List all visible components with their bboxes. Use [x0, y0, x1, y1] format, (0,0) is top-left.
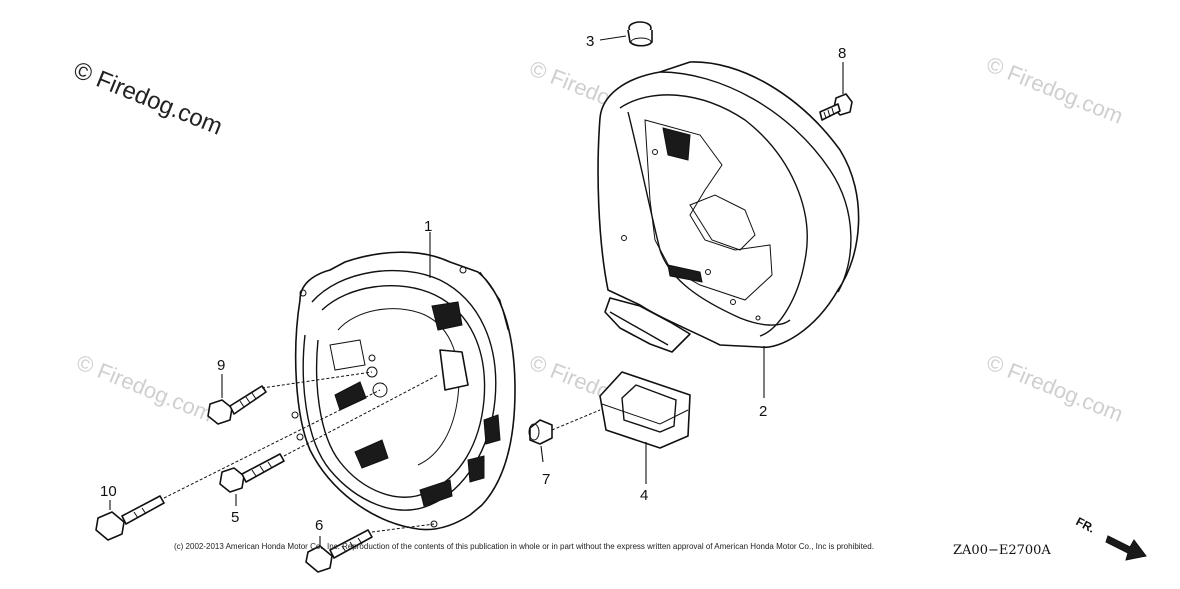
faint-watermarks: © Firedog.com © Firedog.com © Firedog.co… [73, 51, 1126, 426]
callout-8: 8 [838, 45, 846, 62]
bolt-6-part [305, 529, 373, 573]
firedog-watermark: © Firedog.com [70, 57, 226, 141]
callout-2: 2 [759, 403, 767, 420]
gasket-part [599, 371, 691, 449]
callout-9: 9 [217, 357, 225, 374]
watermark: © Firedog.com [983, 51, 1126, 128]
bolt-9-part [207, 385, 267, 425]
grommet-part [627, 21, 653, 47]
watermark: © Firedog.com [73, 349, 216, 426]
copyright-notice: (c) 2002-2013 American Honda Motor Co., … [174, 542, 874, 551]
front-label: FR. [1074, 514, 1098, 535]
callouts: 1 2 3 4 5 6 7 8 9 10 [100, 33, 846, 534]
front-direction-indicator: FR. [1074, 514, 1147, 561]
callout-3: 3 [586, 33, 594, 50]
callout-4: 4 [640, 487, 648, 504]
collar-part [528, 419, 553, 445]
callout-10: 10 [100, 483, 117, 500]
bolt-5-part [219, 453, 285, 493]
leader-lines [109, 35, 844, 546]
front-arrow-icon [1105, 535, 1147, 561]
watermark: © Firedog.com [983, 349, 1126, 426]
bolt-8-part [819, 93, 853, 121]
callout-7: 7 [542, 471, 550, 488]
callout-1: 1 [424, 218, 432, 235]
bolt-10-part [95, 495, 165, 541]
fan-cover-part [597, 61, 860, 353]
callout-6: 6 [315, 517, 323, 534]
diagram-code: ZA00−E2700A [953, 543, 1051, 558]
housing-part [291, 251, 516, 531]
callout-5: 5 [231, 509, 239, 526]
